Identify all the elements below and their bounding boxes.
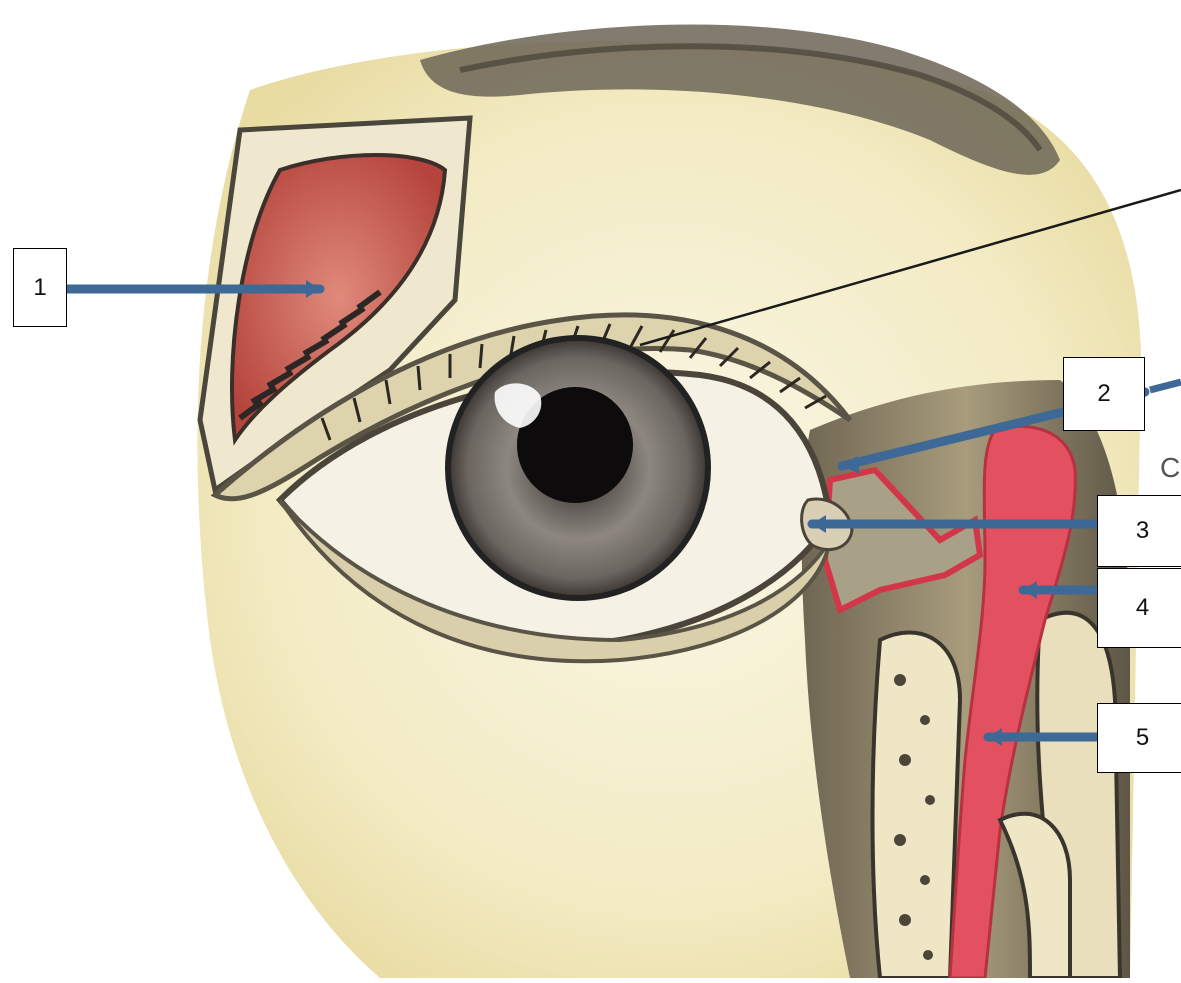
label-box-2: 2 (1063, 357, 1145, 431)
label-box-3: 3 (1097, 495, 1181, 567)
label-box-5: 5 (1097, 703, 1181, 773)
cropped-edge-letter: C (1160, 452, 1180, 484)
label-box-1: 1 (13, 248, 67, 327)
bone-cut-inner (873, 633, 961, 979)
label-box-4: 4 (1097, 568, 1181, 648)
